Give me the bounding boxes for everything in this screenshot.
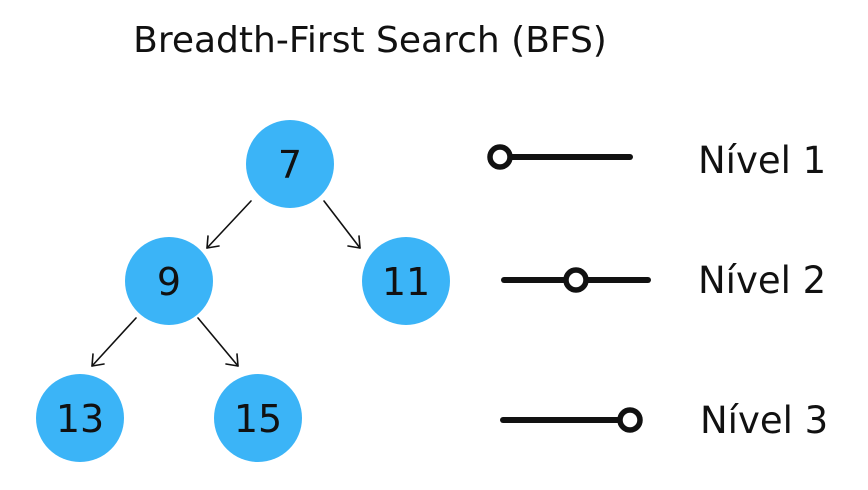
edge-9-15 (197, 317, 239, 367)
level-indicators: Nível 1 Nível 2 Nível 3 (487, 139, 828, 442)
tree-edges (91, 200, 361, 367)
node-7: 7 (246, 120, 334, 208)
edge-7-9 (206, 200, 252, 249)
level-3-indicator: Nível 3 (500, 399, 828, 442)
svg-text:7: 7 (278, 143, 302, 187)
edge-9-13 (91, 317, 137, 367)
level-1-marker (487, 144, 513, 170)
node-13: 13 (36, 374, 124, 462)
level-3-label: Nível 3 (700, 399, 828, 442)
level-2-indicator: Nível 2 (501, 259, 826, 302)
edge-7-11 (323, 200, 361, 249)
level-1-indicator: Nível 1 (487, 139, 826, 182)
tree-nodes: 7 9 11 13 15 (36, 120, 450, 462)
node-9: 9 (125, 237, 213, 325)
svg-text:13: 13 (56, 397, 104, 441)
svg-text:11: 11 (382, 260, 430, 304)
diagram-title: Breadth-First Search (BFS) (133, 20, 607, 61)
level-3-marker (617, 407, 643, 433)
svg-text:9: 9 (157, 260, 181, 304)
svg-text:15: 15 (234, 397, 282, 441)
node-15: 15 (214, 374, 302, 462)
level-1-label: Nível 1 (698, 139, 826, 182)
node-11: 11 (362, 237, 450, 325)
level-2-marker (563, 267, 589, 293)
level-2-label: Nível 2 (698, 259, 826, 302)
